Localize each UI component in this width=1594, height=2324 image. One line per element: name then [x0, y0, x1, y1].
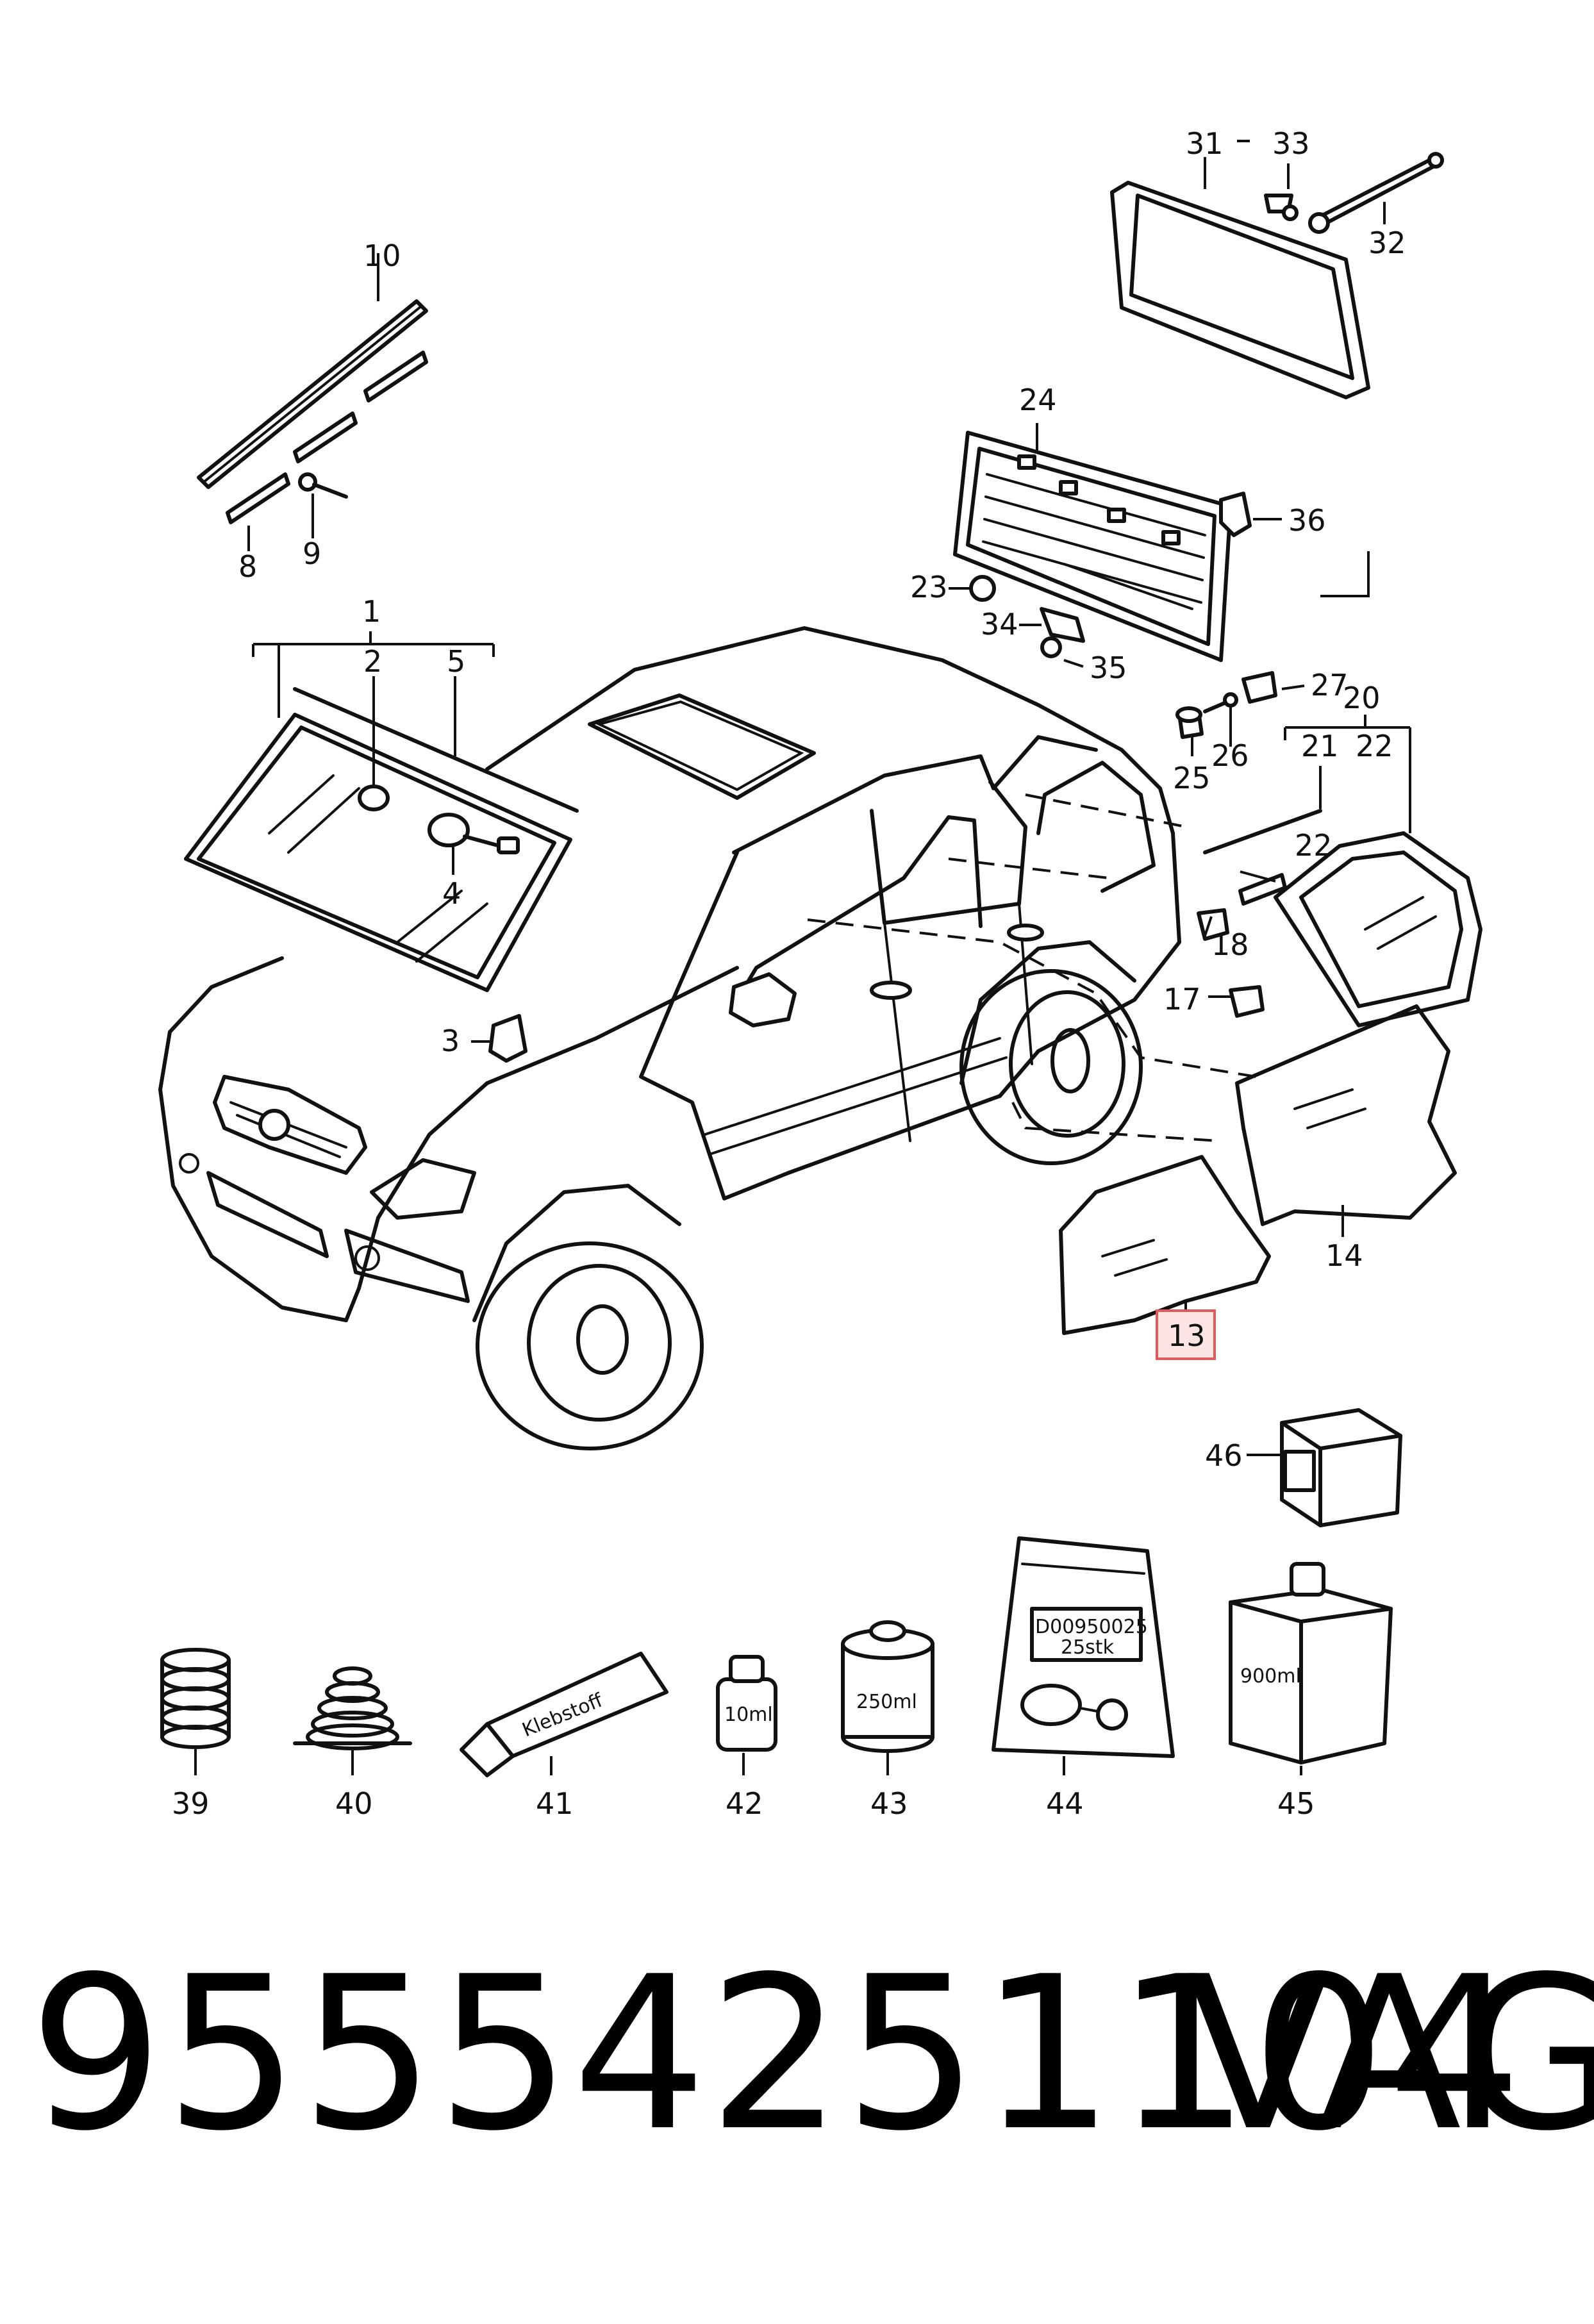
- nut-part-35: [1040, 636, 1062, 658]
- rear-window-part-24: [953, 431, 1233, 662]
- bag-label-line1: D00950025: [1035, 1616, 1148, 1638]
- callout-3: 3: [441, 1024, 460, 1058]
- callout-33: 33: [1272, 126, 1310, 161]
- callout-23: 23: [910, 570, 948, 604]
- ball-stud-part-33: [1264, 194, 1299, 221]
- callout-45: 45: [1277, 1786, 1315, 1821]
- callout-20: 20: [1343, 681, 1381, 715]
- mirror-mount-part-3: [488, 1014, 527, 1063]
- clip-part-17: [1229, 985, 1265, 1018]
- clip-part-34: [1040, 607, 1085, 643]
- door-glass-part-14: [1235, 1004, 1457, 1226]
- spacer-cone-part-40: [293, 1666, 412, 1750]
- bottle-small-part-42: 10ml: [716, 1655, 777, 1752]
- clip-part-8: [226, 351, 428, 524]
- callout-25: 25: [1173, 761, 1211, 795]
- leader-lines: [194, 140, 1411, 1775]
- bracket-part-36: [1219, 492, 1252, 537]
- callout-4: 4: [442, 876, 461, 911]
- callout-13-highlight[interactable]: 13: [1156, 1309, 1216, 1360]
- callout-26: 26: [1211, 738, 1249, 773]
- box-part-46: [1280, 1408, 1402, 1527]
- can-part-43: 250ml: [841, 1620, 934, 1753]
- callout-35: 35: [1090, 651, 1127, 685]
- callout-18: 18: [1211, 927, 1249, 962]
- callout-10: 10: [363, 238, 401, 273]
- callout-17: 17: [1163, 982, 1201, 1017]
- callout-41: 41: [536, 1786, 574, 1821]
- callout-21: 21: [1301, 729, 1339, 763]
- part-number: 9555425110​4: [29, 1931, 1523, 2177]
- rear-glass-part-31: [1110, 181, 1370, 399]
- gas-strut-part-32: [1308, 152, 1444, 234]
- plug-part-25: [1175, 706, 1204, 739]
- callout-34: 34: [981, 607, 1018, 642]
- callout-32: 32: [1368, 226, 1406, 260]
- bag-part-44: D00950025 25stk: [992, 1536, 1175, 1758]
- can-label: 250ml: [856, 1691, 917, 1713]
- callout-44: 44: [1046, 1786, 1084, 1821]
- windshield-part: [184, 687, 579, 992]
- callout-labels: 10 8 9 1 2 5 4 3 31 33 32 24 36 23 34 35…: [172, 126, 1406, 1821]
- roof-molding-part: [197, 299, 428, 489]
- rain-sensor-part-4: [428, 813, 520, 854]
- spacer-coil-part-39: [160, 1648, 231, 1749]
- vehicle-body-outline: [158, 626, 1181, 1450]
- callout-8: 8: [238, 549, 257, 584]
- callout-1: 1: [362, 594, 381, 629]
- callout-27: 27: [1311, 668, 1349, 702]
- callout-43: 43: [870, 1786, 908, 1821]
- callout-9: 9: [303, 536, 321, 571]
- rivet-part-9: [298, 472, 348, 499]
- callout-40: 40: [335, 1786, 373, 1821]
- adhesive-tube-part-41: Klebstoff: [460, 1652, 668, 1777]
- callout-46: 46: [1205, 1438, 1243, 1473]
- callout-22a: 22: [1356, 729, 1393, 763]
- trim-part-21: [1203, 809, 1322, 854]
- bracket-part-27: [1241, 671, 1277, 704]
- callout-22b: 22: [1295, 828, 1332, 863]
- sensor-pad-part-2: [358, 784, 390, 811]
- nut-part-23: [969, 575, 996, 602]
- callout-24: 24: [1019, 383, 1057, 417]
- callout-42: 42: [726, 1786, 763, 1821]
- bag-label-line2: 25stk: [1061, 1636, 1115, 1659]
- callout-2: 2: [363, 644, 382, 679]
- callout-14: 14: [1325, 1238, 1363, 1273]
- bottle-large-label: 900ml: [1240, 1665, 1301, 1688]
- callout-39: 39: [172, 1786, 210, 1821]
- bottle-large-part-45: 900ml: [1229, 1562, 1393, 1764]
- door-glass-part-13[interactable]: [1059, 1155, 1271, 1335]
- callout-5: 5: [447, 644, 465, 679]
- bottle-small-label: 10ml: [724, 1704, 773, 1726]
- callout-36: 36: [1288, 503, 1326, 538]
- callout-13: 13: [1168, 1318, 1206, 1353]
- reference-dashed-lines: [807, 793, 1257, 1142]
- brand-name: VAG: [1186, 1931, 1594, 2177]
- callout-31: 31: [1186, 126, 1224, 161]
